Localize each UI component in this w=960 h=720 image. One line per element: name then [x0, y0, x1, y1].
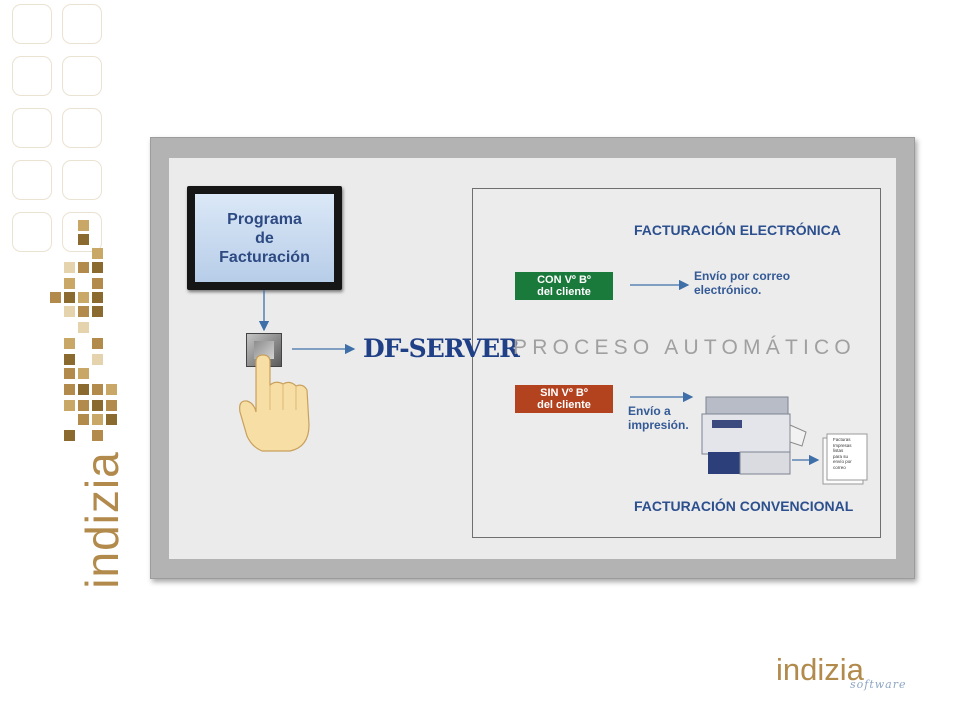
with-approval-badge: CON Vº Bº del cliente: [515, 272, 613, 300]
deco-square: [12, 160, 52, 200]
deco-square: [12, 212, 52, 252]
printer-icon: [701, 396, 807, 475]
process-output-box: [472, 188, 881, 538]
deco-square: [12, 4, 52, 44]
brand-logo-corner: indizia: [776, 652, 864, 687]
deco-square: [12, 56, 52, 96]
printed-documents-icon: [822, 433, 868, 485]
electronic-title: FACTURACIÓN ELECTRÓNICA: [634, 222, 841, 238]
deco-square: [62, 56, 102, 96]
process-label: PROCESO AUTOMÁTICO: [513, 336, 856, 359]
printed-invoices-label: Facturas Impresas listas para su envío p…: [833, 437, 852, 470]
monitor-icon: Programa de Facturación: [187, 186, 342, 290]
df-server-logo: DF-SERVER: [363, 334, 520, 363]
deco-square: [12, 108, 52, 148]
deco-square: [62, 108, 102, 148]
email-note: Envío por correo electrónico.: [694, 269, 791, 297]
monitor-label: Programa de Facturación: [219, 210, 310, 266]
hand-pointer-icon: [239, 354, 310, 452]
conventional-title: FACTURACIÓN CONVENCIONAL: [634, 498, 854, 514]
monitor-screen: Programa de Facturación: [195, 194, 334, 282]
deco-square: [62, 160, 102, 200]
print-note: Envío a impresión.: [628, 404, 689, 432]
brand-subtitle: software: [850, 678, 907, 691]
deco-square: [62, 212, 102, 252]
without-approval-badge: SIN Vº Bº del cliente: [515, 385, 613, 413]
deco-square: [62, 4, 102, 44]
